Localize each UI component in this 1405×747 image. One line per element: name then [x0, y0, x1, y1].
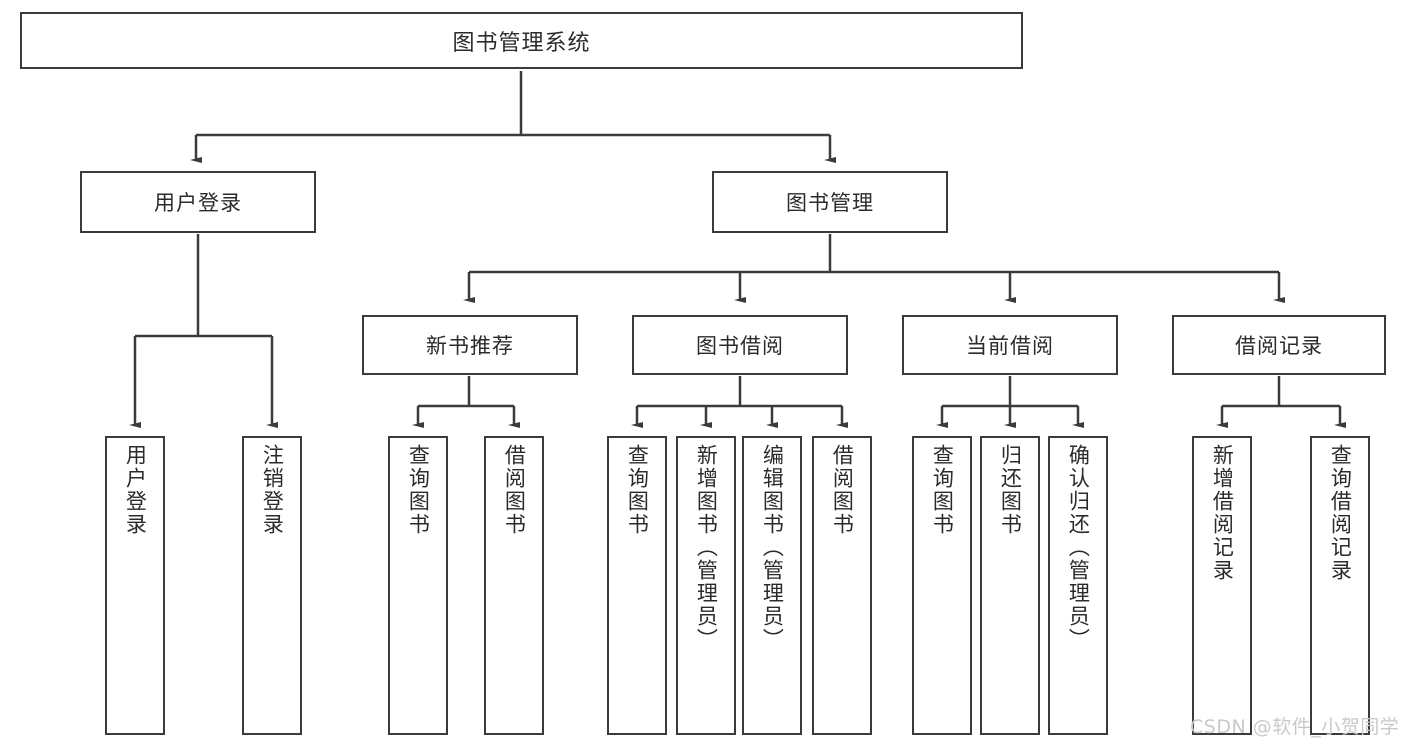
- watermark-text: CSDN @软件_小贺同学: [1190, 716, 1400, 738]
- node-label: 新书推荐: [426, 334, 514, 358]
- node-label: 查询借阅记录: [1328, 444, 1353, 582]
- node-leaf-borrow-book-1[interactable]: 借阅图书: [484, 436, 544, 735]
- node-current-borrow[interactable]: 当前借阅: [902, 315, 1118, 375]
- node-leaf-query-book-1[interactable]: 查询图书: [388, 436, 448, 735]
- node-label: 图书管理系统: [452, 30, 591, 56]
- node-label: 用户登录: [154, 191, 242, 215]
- node-label: 查询图书: [930, 444, 955, 536]
- node-label: 借阅图书: [502, 444, 527, 536]
- node-leaf-borrow-book-2[interactable]: 借阅图书: [812, 436, 872, 735]
- node-leaf-user-login[interactable]: 用户登录: [105, 436, 165, 735]
- node-label: 确认归还（管理员）: [1066, 444, 1091, 651]
- node-leaf-logout[interactable]: 注销登录: [242, 436, 302, 735]
- node-leaf-add-book[interactable]: 新增图书（管理员）: [676, 436, 736, 735]
- node-label: 图书借阅: [696, 334, 784, 358]
- node-label: 新增借阅记录: [1210, 444, 1235, 582]
- node-leaf-add-record[interactable]: 新增借阅记录: [1192, 436, 1252, 735]
- node-book-management-system[interactable]: 图书管理系统: [20, 12, 1023, 69]
- node-label: 查询图书: [406, 444, 431, 536]
- node-leaf-confirm-return[interactable]: 确认归还（管理员）: [1048, 436, 1108, 735]
- node-borrow-record[interactable]: 借阅记录: [1172, 315, 1386, 375]
- node-user-login[interactable]: 用户登录: [80, 171, 316, 233]
- node-leaf-query-book-3[interactable]: 查询图书: [912, 436, 972, 735]
- node-label: 图书管理: [786, 191, 874, 215]
- node-label: 当前借阅: [966, 334, 1054, 358]
- node-book-borrow[interactable]: 图书借阅: [632, 315, 848, 375]
- node-leaf-edit-book[interactable]: 编辑图书（管理员）: [742, 436, 802, 735]
- node-label: 借阅记录: [1235, 334, 1323, 358]
- node-leaf-query-book-2[interactable]: 查询图书: [607, 436, 667, 735]
- node-label: 借阅图书: [830, 444, 855, 536]
- node-label: 新增图书（管理员）: [694, 444, 719, 651]
- node-label: 用户登录: [123, 444, 148, 536]
- node-leaf-query-record[interactable]: 查询借阅记录: [1310, 436, 1370, 735]
- node-book-management[interactable]: 图书管理: [712, 171, 948, 233]
- node-label: 注销登录: [260, 444, 285, 536]
- node-leaf-return-book[interactable]: 归还图书: [980, 436, 1040, 735]
- node-label: 查询图书: [625, 444, 650, 536]
- node-label: 归还图书: [998, 444, 1023, 536]
- node-new-book-recommend[interactable]: 新书推荐: [362, 315, 578, 375]
- node-label: 编辑图书（管理员）: [760, 444, 785, 651]
